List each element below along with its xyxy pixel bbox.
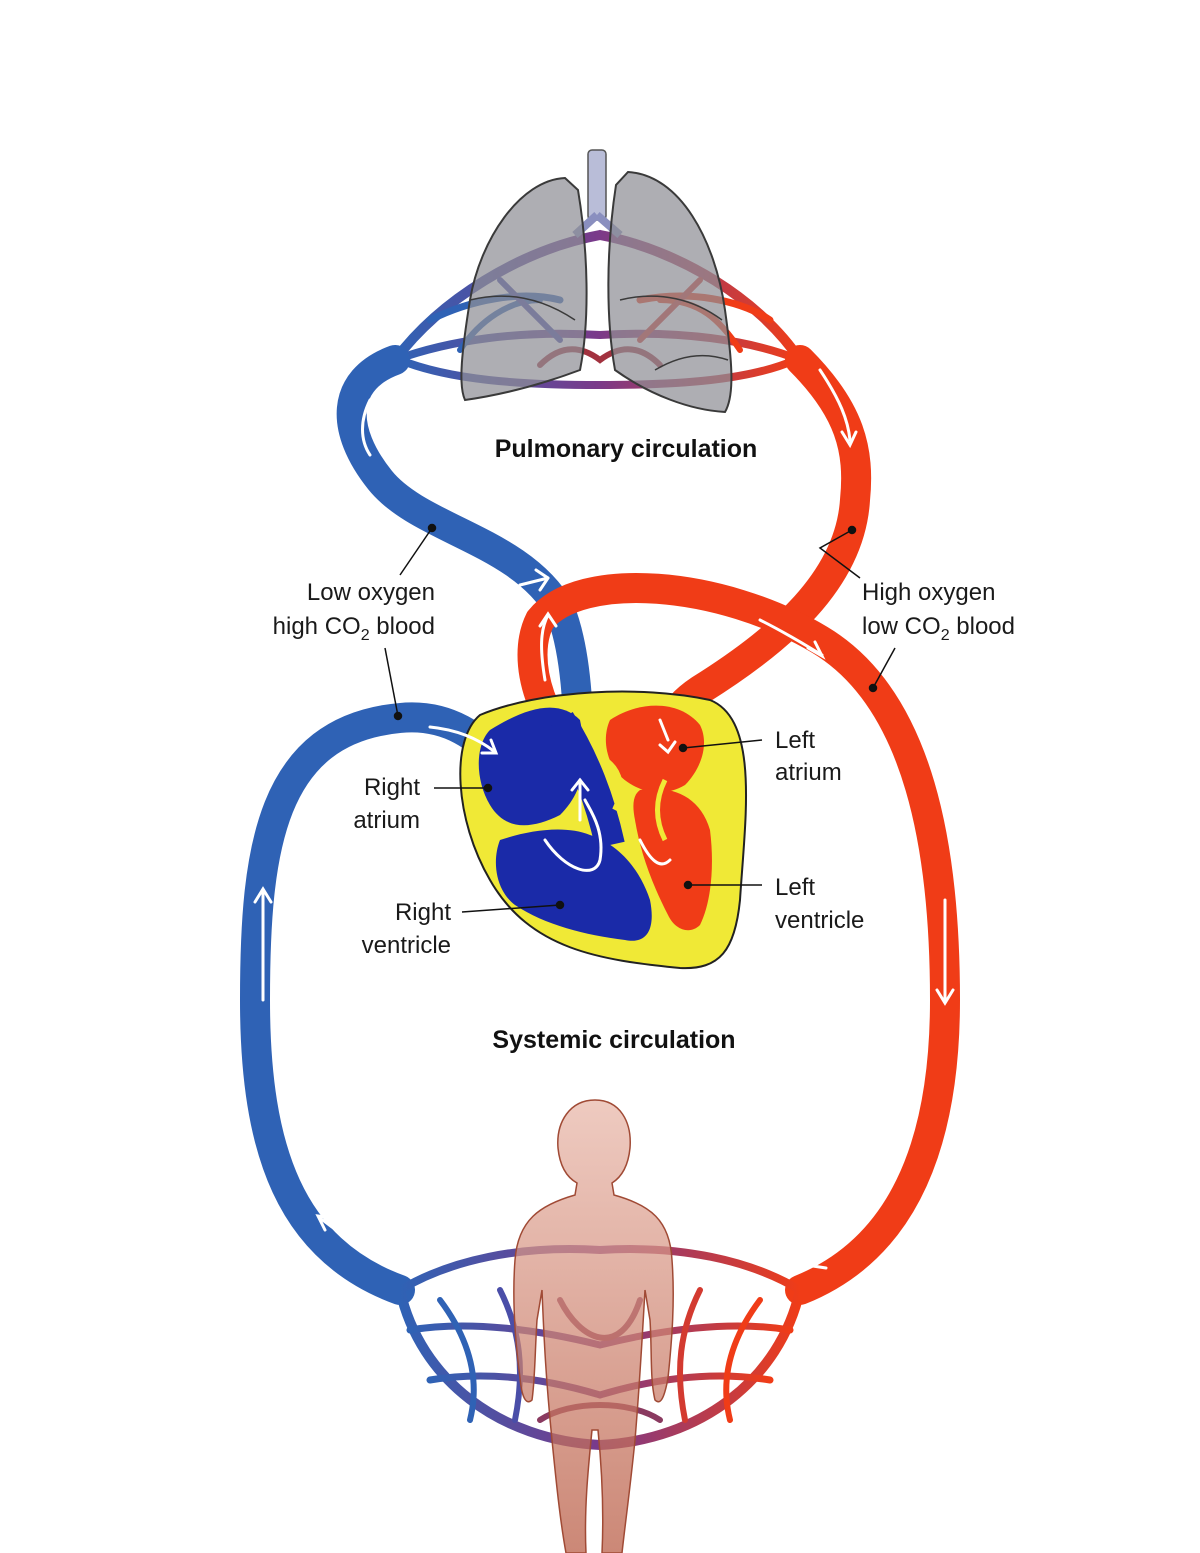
leader-lines [384,523,896,913]
label-high-oxygen: High oxygen low CO2 blood [862,579,1015,644]
high-oxygen-line1: High oxygen [862,579,995,606]
left-ventricle-line2: ventricle [775,907,864,934]
right-atrium-line2: atrium [353,807,420,834]
pulmonary-capillaries [390,229,805,390]
vena-cava [239,702,515,1305]
label-low-oxygen: Low oxygen high CO2 blood [273,579,435,644]
label-right-atrium: Right atrium [353,774,420,834]
low-oxygen-line2: high CO2 blood [273,613,435,644]
high-oxygen-line2: low CO2 blood [862,613,1015,644]
left-atrium-line2: atrium [775,759,842,786]
trachea [587,149,607,221]
systemic-circulation-title: Systemic circulation [492,1026,735,1054]
aorta [517,573,961,1305]
label-left-ventricle: Left ventricle [775,874,864,934]
pulmonary-circulation-title: Pulmonary circulation [495,435,758,463]
low-oxygen-line1: Low oxygen [307,579,435,606]
label-right-ventricle: Right ventricle [362,899,452,959]
left-atrium-chamber [605,705,705,793]
label-left-atrium: Left atrium [775,727,842,786]
human-figure [513,1099,674,1553]
right-atrium-line1: Right [364,774,420,801]
left-ventricle-chamber [633,788,712,931]
right-ventricle-line2: ventricle [362,932,451,959]
right-lung-shape [607,170,733,414]
right-ventricle-line1: Right [395,899,451,926]
lungs [460,149,733,414]
heart [459,690,748,970]
left-ventricle-line1: Left [775,874,815,901]
flow-arrows [253,368,955,1270]
left-lung-shape [460,176,588,402]
left-atrium-line1: Left [775,727,815,754]
right-ventricle-chamber [495,829,652,941]
